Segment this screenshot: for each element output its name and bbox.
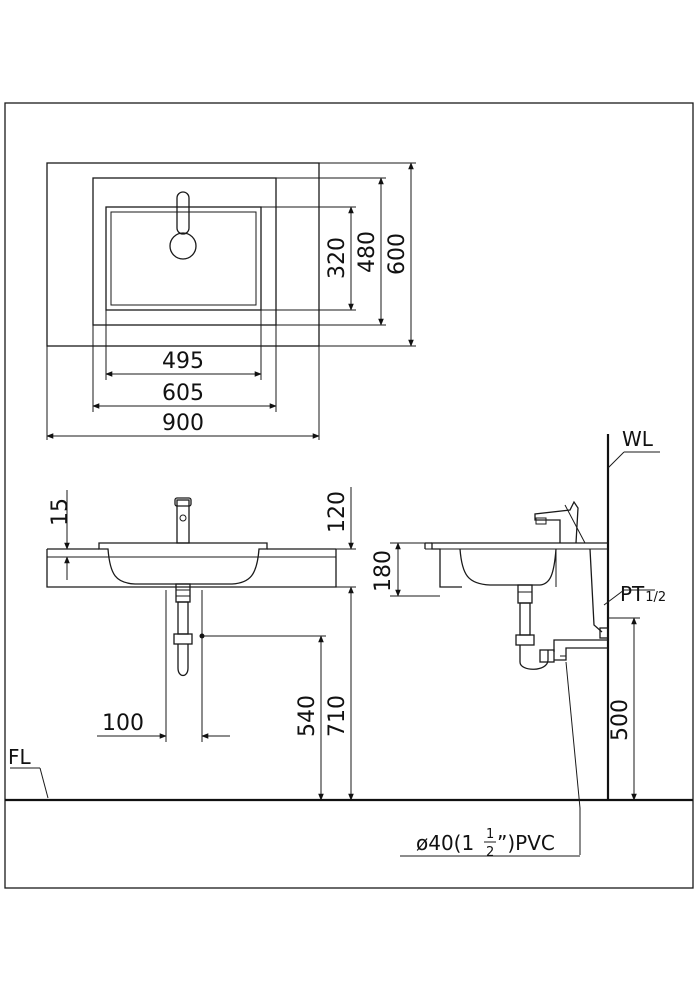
dim-heights: 540 710 [202, 587, 354, 801]
side-counter [431, 542, 608, 588]
cutout-outline [92, 177, 277, 326]
dim-cutout-depth: 480 [355, 231, 380, 273]
dim-top-height-text: 710 [325, 695, 350, 737]
front-view: 15 120 540 710 100 FL [5, 487, 693, 802]
drain-suffix: ”)PVC [497, 831, 555, 855]
drawing-frame [4, 102, 694, 889]
dim-counter-thickness-text: 15 [48, 498, 73, 526]
dim-supply-height-text: 500 [608, 699, 633, 741]
front-drain-trap [165, 583, 205, 677]
dim-counter-thickness: 15 [47, 490, 73, 580]
floor-label: FL [8, 745, 32, 769]
dim-counter-depth: 600 [385, 233, 410, 275]
dim-drain-offset: 100 [97, 604, 230, 742]
side-faucet-icon [534, 500, 586, 544]
side-view: WL [371, 427, 666, 860]
drain-frac-num: 1 [486, 827, 494, 842]
drain-prefix: ø40(1 [416, 831, 474, 855]
dim-drain-height-text: 540 [295, 695, 320, 737]
dim-drain-offset-text: 100 [102, 711, 144, 736]
top-view: 495 605 900 320 480 600 [46, 162, 416, 440]
counter-outline [46, 162, 320, 347]
front-counter-top [46, 549, 337, 588]
depth-dimensions: 320 480 600 [261, 162, 416, 347]
drain-callout: ø40(1 1 2 ”)PVC [400, 661, 581, 860]
drain-frac-den: 2 [486, 845, 494, 860]
dim-bowl-depth-text: 120 [325, 491, 350, 533]
supply-label: PT1/2 [620, 582, 666, 606]
basin-outer-outline [105, 206, 262, 311]
faucet-top-icon [169, 191, 197, 260]
dim-basin-depth: 320 [325, 237, 350, 279]
wall-label: WL [622, 427, 654, 451]
dim-basin-width: 495 [162, 349, 204, 374]
side-basin-bowl [459, 548, 557, 586]
dim-cutout-width: 605 [162, 381, 204, 406]
supply-size: 1/2 [645, 590, 666, 605]
front-basin-bowl [98, 542, 268, 585]
dim-front-height: 180 [371, 542, 440, 597]
dim-supply-height: 500 [608, 617, 640, 801]
supply-pipe [589, 548, 655, 639]
side-drain-trap [515, 584, 608, 670]
width-dimensions: 495 605 900 [46, 310, 320, 440]
dim-front-height-text: 180 [371, 550, 396, 592]
dim-counter-width: 900 [162, 411, 204, 436]
basin-inner-outline [110, 211, 257, 306]
front-faucet-icon [174, 497, 192, 544]
